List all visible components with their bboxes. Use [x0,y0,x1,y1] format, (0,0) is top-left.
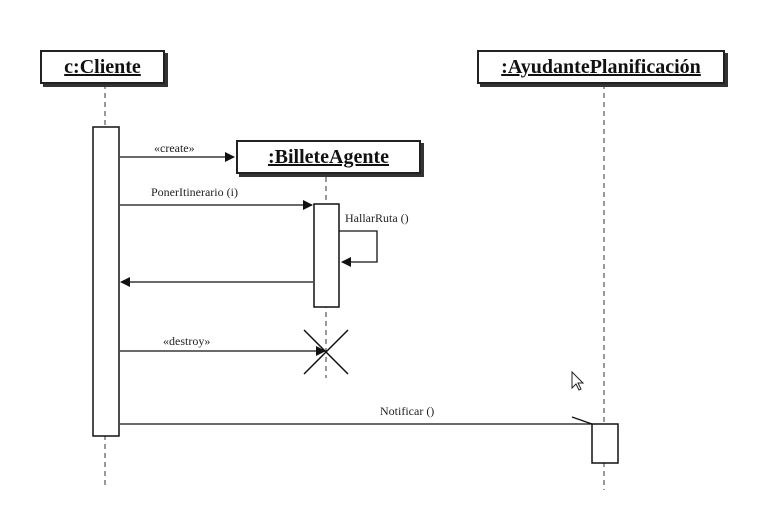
create-message-label: «create» [154,141,195,155]
activation-billete [313,203,340,308]
object-label-cliente: c:Cliente [64,55,141,78]
object-label-ayudante: :AyudantePlanificación [501,55,701,78]
destroy-message-label: «destroy» [163,334,211,348]
object-label-billete: :BilleteAgente [267,145,390,168]
hallar-ruta-arrow [339,230,378,267]
mouse-pointer-icon [571,370,585,391]
notificar-arrowhead [571,416,593,425]
object-box-billete: :BilleteAgente [236,140,421,174]
object-box-ayudante: :AyudantePlanificación [477,50,725,84]
activation-ayudante [591,423,619,464]
poner-itinerario-message-label: PonerItinerario (i) [151,185,238,199]
hallar-ruta-message-label: HallarRuta () [345,211,409,225]
object-box-cliente: c:Cliente [40,50,165,84]
destruction-x-icon [303,329,349,375]
activation-cliente [92,126,120,437]
notificar-message-label: Notificar () [380,404,435,418]
